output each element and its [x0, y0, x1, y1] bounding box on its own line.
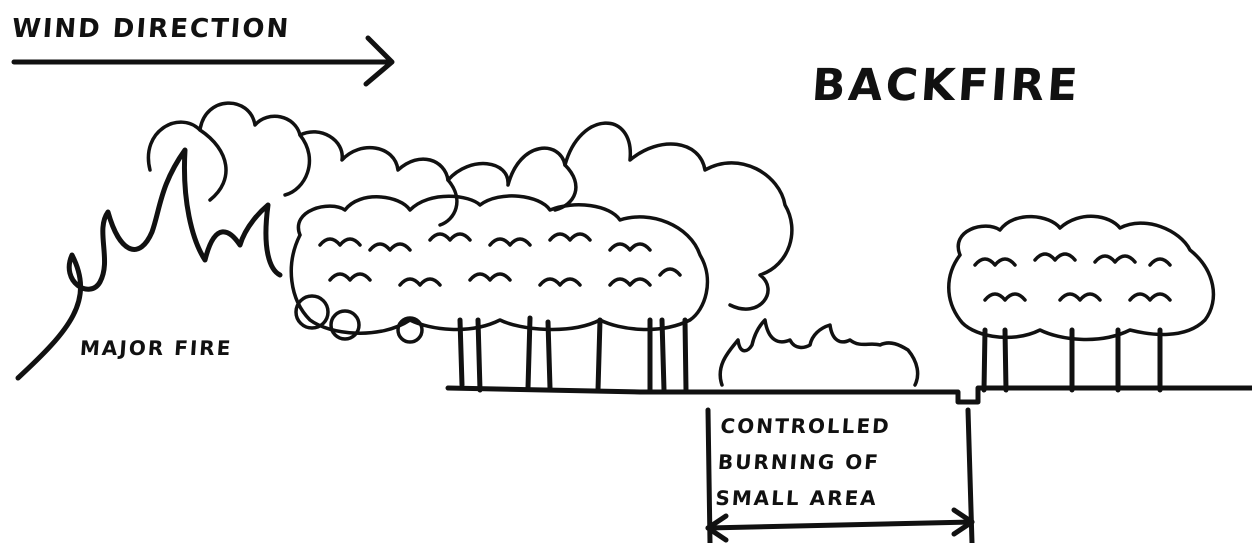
major-fire-label: MAJOR FIRE: [79, 336, 234, 360]
controlled-burning-line-1: CONTROLLED: [719, 414, 892, 438]
controlled-fire: [718, 318, 920, 387]
controlled-burning-line-3: SMALL AREA: [714, 486, 879, 510]
wind-direction-label: WIND DIRECTION: [10, 14, 292, 44]
ground-line: [445, 385, 1252, 405]
backfire-title: BACKFIRE: [810, 60, 1083, 111]
wind-arrow: [11, 35, 395, 87]
smoke-cloud-inner: [198, 128, 578, 227]
controlled-area-bracket: [705, 407, 975, 546]
forest-right: [947, 214, 1216, 393]
controlled-burning-line-2: BURNING OF: [717, 450, 881, 474]
forest-left: [289, 194, 710, 393]
smoke-cloud: [146, 101, 794, 311]
controlled-burning-label: CONTROLLED BURNING OF SMALL AREA: [714, 408, 892, 516]
major-fire-flames: [15, 147, 283, 381]
